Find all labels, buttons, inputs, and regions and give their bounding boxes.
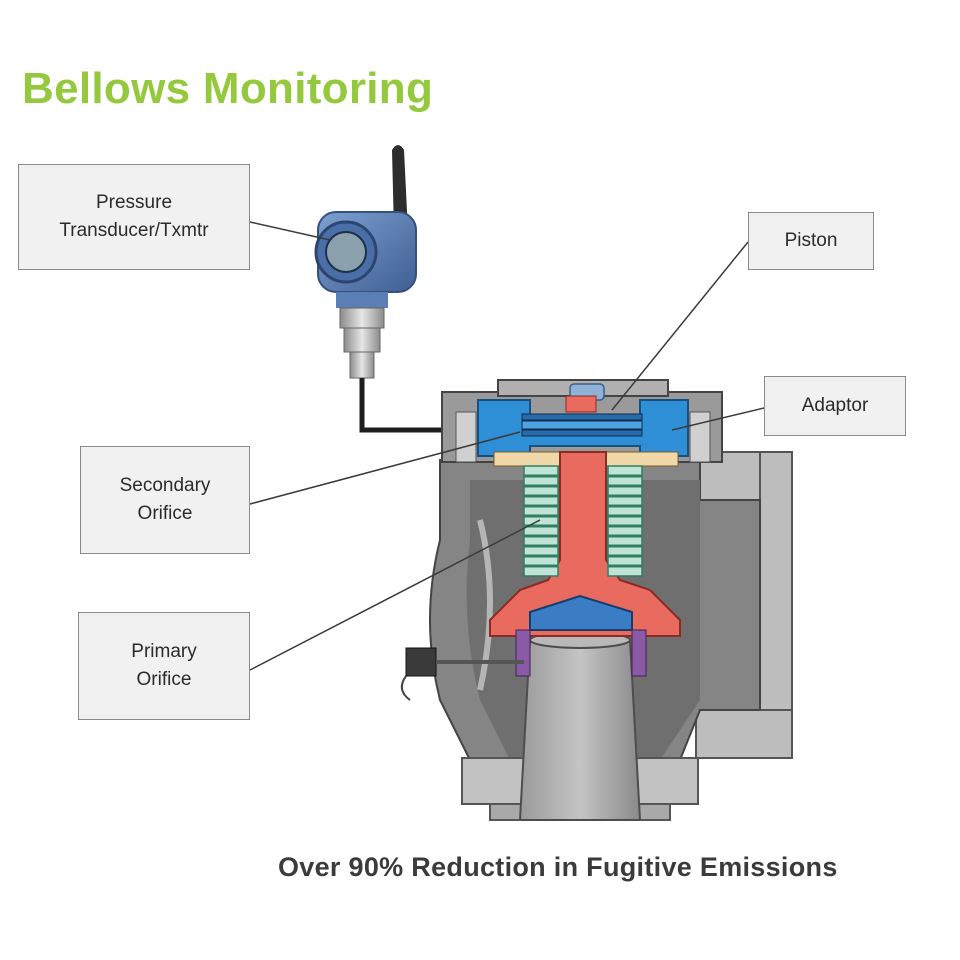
bellows-left [523,465,559,577]
display-screen [325,231,367,273]
callout-pressure-transducer-label: Pressure Transducer/Txmtr [59,192,209,241]
adjusting-screw [400,647,524,701]
pressure-transmitter [314,145,530,433]
callout-secondary-orifice: Secondary Orifice [80,446,250,554]
leader-pressure-transducer [249,221,331,241]
callout-piston: Piston [748,212,874,270]
callout-adaptor: Adaptor [764,376,906,436]
valve-disc [529,594,633,631]
footer-caption: Over 90% Reduction in Fugitive Emissions [278,852,838,882]
inlet-nozzle [518,639,642,821]
piston-part [521,395,643,437]
callout-secondary-orifice-label: Secondary Orifice [119,475,211,524]
callout-primary-orifice-label: Primary Orifice [131,641,197,690]
diagram-title: Bellows Monitoring [22,64,434,113]
bellows-right [607,465,643,577]
disc-holder [489,451,681,637]
leader-adaptor [671,407,765,431]
bellows-assembly [489,451,681,677]
callout-adaptor-label: Adaptor [801,395,869,416]
leader-piston [611,241,749,411]
callout-pressure-transducer: Pressure Transducer/Txmtr [18,164,250,270]
callout-piston-label: Piston [784,230,838,251]
leader-lines [249,221,765,671]
leader-primary-orifice [249,519,541,671]
antenna [392,145,408,232]
callout-primary-orifice: Primary Orifice [78,612,250,720]
leader-secondary-orifice [249,431,521,505]
